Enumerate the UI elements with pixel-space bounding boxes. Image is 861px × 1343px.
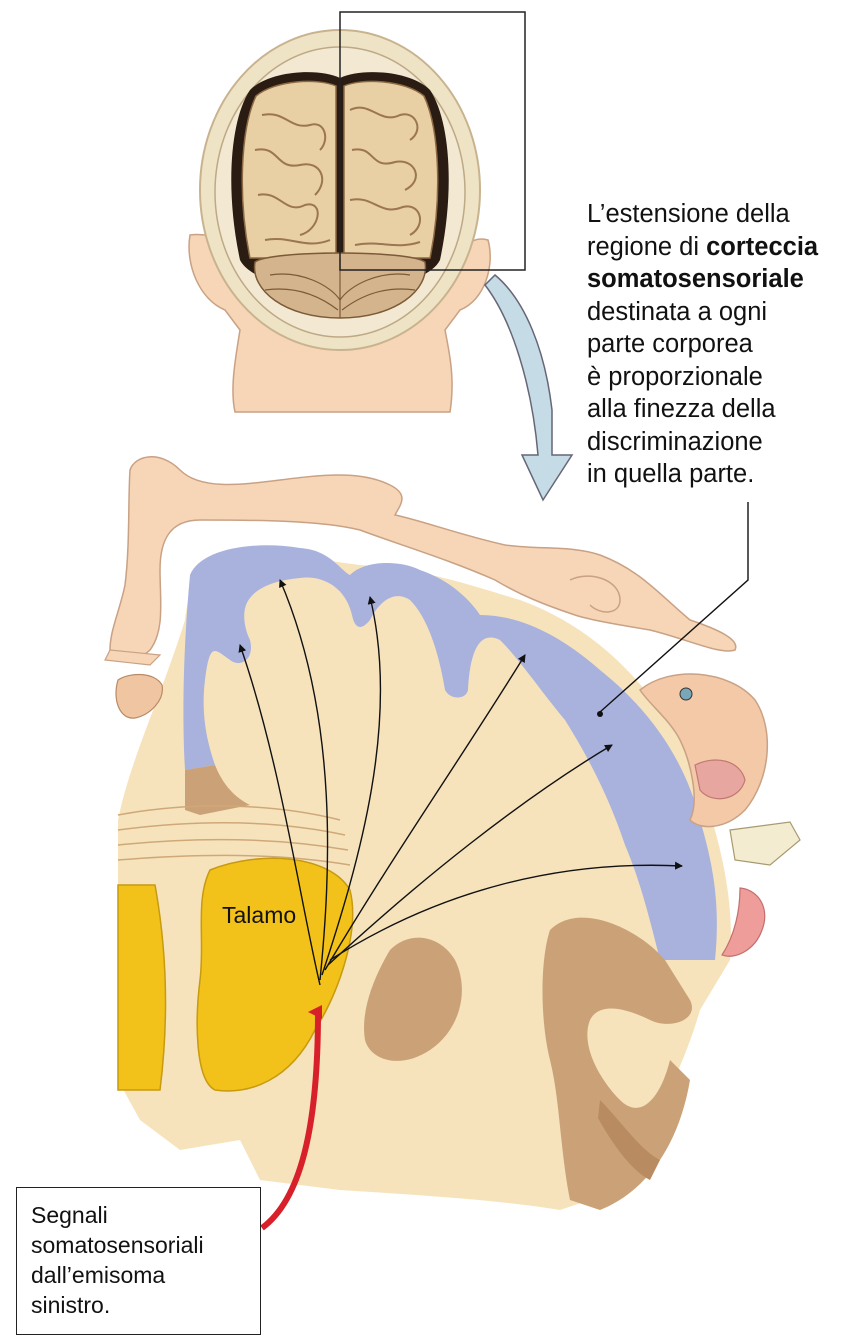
head-illustration: [189, 12, 525, 412]
cortex-caption: L’estensione della regione di corteccia …: [587, 198, 857, 491]
caption-line: è proporzionale: [587, 361, 857, 394]
caption-line: somatosensoriale: [587, 263, 857, 296]
caption-text: regione di: [587, 233, 706, 261]
signals-line: somatosensoriali: [31, 1230, 260, 1260]
signals-label-box: Segnali somatosensoriali dall’emisoma si…: [16, 1187, 261, 1335]
caption-line: parte corporea: [587, 328, 857, 361]
caption-line: regione di corteccia: [587, 231, 857, 264]
thalamus-label: Talamo: [222, 902, 296, 929]
brain-section: [118, 545, 731, 1210]
caption-line: in quella parte.: [587, 458, 857, 491]
signals-line: Segnali: [31, 1200, 260, 1230]
caption-line: discriminazione: [587, 426, 857, 459]
caption-line: L’estensione della: [587, 198, 857, 231]
caption-line: alla finezza della: [587, 393, 857, 426]
caption-emphasis: somatosensoriale: [587, 265, 804, 293]
caption-emphasis: corteccia: [706, 233, 818, 261]
signals-line: sinistro.: [31, 1290, 260, 1320]
caption-line: destinata a ogni: [587, 296, 857, 329]
zoom-arrow: [485, 275, 572, 500]
signals-line: dall’emisoma: [31, 1260, 260, 1290]
